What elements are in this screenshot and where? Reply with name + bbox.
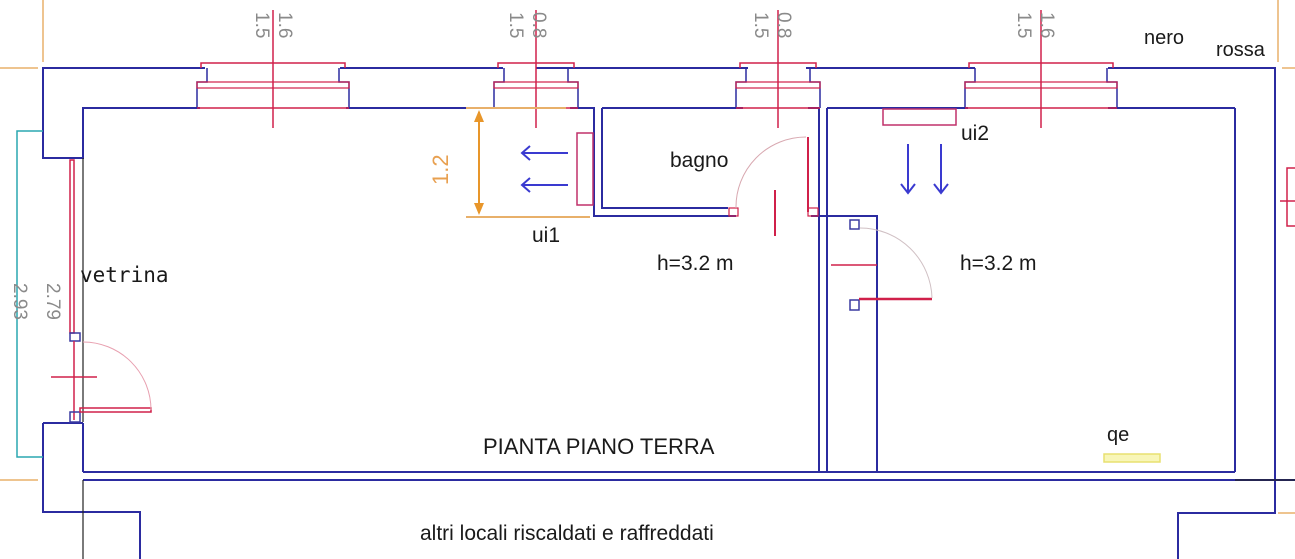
indoor-unit-ui2: ui2 <box>882 108 989 195</box>
back-room-door <box>831 219 932 311</box>
back-room-door-swing <box>859 227 933 299</box>
reference-lines <box>0 0 1295 514</box>
ui1-airflow-arrows <box>520 145 568 193</box>
legend-red-label: rossa <box>1216 39 1266 61</box>
indoor-unit-ui1: 1.2 ui1 <box>428 107 594 247</box>
entrance-door-swing <box>82 341 152 411</box>
shopfront-label: vetrina <box>80 263 169 287</box>
window-4-height-label: 1.5 <box>1013 12 1034 38</box>
shopfront-frame <box>51 159 152 423</box>
shopfront-inner-height-label: 2.79 <box>42 283 63 320</box>
window-3-height-label: 1.5 <box>750 12 771 38</box>
window-1-width-label: 1.6 <box>274 12 295 38</box>
drawing-title: PIANTA PIANO TERRA <box>483 434 715 459</box>
shopfront-frame-line <box>82 158 1295 559</box>
window-1-height-label: 1.5 <box>251 12 272 38</box>
shopfront-dimensions: 2.93 2.79 <box>9 283 63 320</box>
shopfront-outer-height-label: 2.93 <box>9 283 30 320</box>
bathroom-door <box>728 137 819 236</box>
ui1-label: ui1 <box>532 224 560 247</box>
interior-walls <box>570 107 1236 472</box>
window-2-height-label: 1.5 <box>505 12 526 38</box>
bathroom-label: bagno <box>670 149 728 172</box>
neighbor-area-label: altri locali riscaldati e raffreddati <box>420 522 714 545</box>
window-3-width-label: 0.8 <box>773 12 794 38</box>
back-room-height-label: h=3.2 m <box>960 252 1036 275</box>
legend-black-label: nero <box>1144 27 1184 49</box>
electrical-panel <box>1103 453 1161 463</box>
ui1-clearance-label: 1.2 <box>428 154 453 185</box>
indoor-unit-ui2-body <box>882 108 957 126</box>
window-dimensions: 1.5 1.6 1.5 0.8 1.5 0.8 1.5 1.6 <box>251 12 1057 38</box>
bathroom-door-swing <box>735 136 807 209</box>
ui2-label: ui2 <box>961 122 989 145</box>
ui2-airflow-arrows <box>900 144 949 195</box>
indoor-unit-ui1-body <box>576 132 594 206</box>
shopfront-glass <box>16 130 43 458</box>
window-2-width-label: 0.8 <box>528 12 549 38</box>
outer-walls <box>42 67 1295 559</box>
bathroom-height-label: h=3.2 m <box>657 252 733 275</box>
window-4-width-label: 1.6 <box>1036 12 1057 38</box>
right-side-window <box>1280 167 1295 227</box>
electrical-panel-label: qe <box>1107 424 1129 446</box>
